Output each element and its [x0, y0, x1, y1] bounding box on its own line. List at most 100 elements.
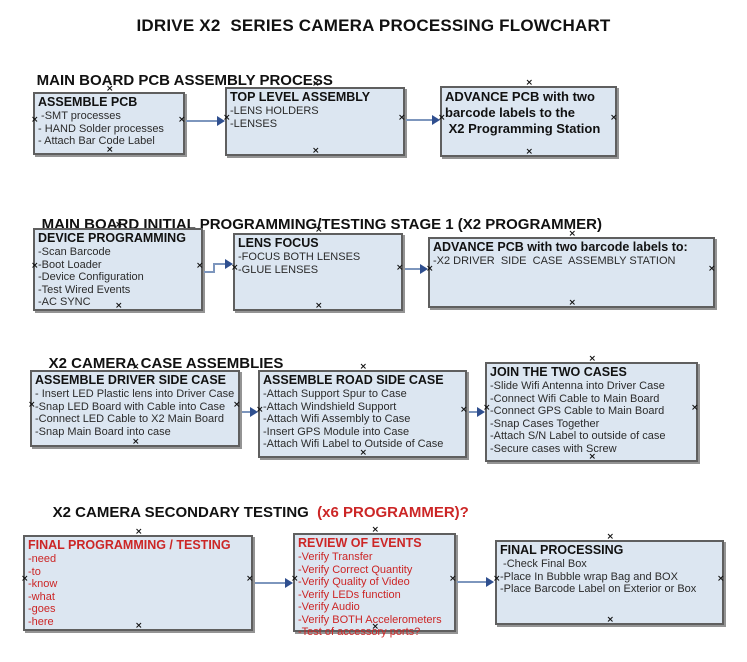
- box-item: -need: [28, 553, 57, 565]
- box-title: ASSEMBLE ROAD SIDE CASE: [263, 373, 444, 387]
- box-item: - Attach Bar Code Label: [38, 135, 155, 147]
- box-item: -goes: [28, 603, 56, 615]
- flow-box-lens-focus[interactable]: LENS FOCUS -FOCUS BOTH LENSES -GLUE LENS…: [231, 227, 404, 313]
- box-item: -GLUE LENSES: [238, 263, 319, 276]
- box-item: -Verify Correct Quantity: [298, 563, 413, 576]
- flow-box-review-of-events[interactable]: REVIEW OF EVENTS -Verify Transfer -Verif…: [291, 527, 457, 638]
- connector-line: [213, 263, 215, 273]
- arrow-head: [432, 115, 440, 125]
- page-title: IDRIVE X2 SERIES CAMERA PROCESSING FLOWC…: [136, 16, 611, 35]
- connection-handle: [315, 303, 323, 313]
- box-title: LENS FOCUS: [238, 236, 319, 250]
- arrow-head: [420, 264, 428, 274]
- connection-handle: [21, 576, 29, 586]
- box-item: -Test Wired Events: [38, 283, 131, 296]
- arrow-head: [250, 407, 258, 417]
- box-item: -Connect Wifi Cable to Main Board: [490, 392, 660, 405]
- box-title: ADVANCE PCB with two barcode labels to t…: [445, 89, 601, 136]
- box-item: - HAND Solder processes: [38, 122, 164, 135]
- connector-line: [213, 263, 226, 265]
- connection-handle: [132, 439, 140, 449]
- connection-handle: [607, 617, 615, 627]
- arrow-head: [217, 116, 225, 126]
- box-item: -Attach Wifi Assembly to Case: [263, 413, 411, 425]
- connector-line: [406, 119, 433, 121]
- box-item: -LENS HOLDERS: [230, 105, 319, 117]
- connector-line: [204, 271, 215, 273]
- connection-handle: [708, 266, 716, 276]
- box-title: REVIEW OF EVENTS: [298, 536, 422, 550]
- box-item: -to: [28, 565, 41, 578]
- connector-line: [469, 411, 478, 413]
- arrow-head: [486, 577, 494, 587]
- box-item: -Snap Main Board into case: [35, 425, 171, 438]
- box-title: FINAL PROGRAMMING / TESTING: [28, 538, 231, 552]
- box-title: TOP LEVEL ASSEMBLY: [230, 90, 371, 104]
- flow-box-assemble-pcb[interactable]: ASSEMBLE PCB -SMT processes - HAND Solde…: [31, 86, 186, 157]
- box-item: -Slide Wifi Antenna into Driver Case: [490, 380, 665, 392]
- connector-line: [405, 268, 421, 270]
- box-item: -Snap Cases Together: [490, 417, 600, 430]
- connection-handle: [569, 300, 577, 310]
- box-item: -LENSES: [230, 117, 278, 130]
- box-title: JOIN THE TWO CASES: [490, 365, 627, 379]
- flow-box-top-level-assembly[interactable]: TOP LEVEL ASSEMBLY -LENS HOLDERS -LENSES: [223, 81, 406, 158]
- box-item: -Secure cases with Screw: [490, 442, 617, 455]
- flow-box-advance-pcb-driver-side[interactable]: ADVANCE PCB with two barcode labels to: …: [426, 231, 716, 310]
- connector-line: [255, 582, 286, 584]
- box-item: -Verify Quality of Video: [298, 576, 410, 588]
- box-item: -Verify Audio: [298, 601, 360, 613]
- box-item: -Device Configuration: [38, 271, 144, 283]
- section-heading-case-assemblies: X2 CAMERA CASE ASSEMBLIES: [32, 338, 284, 389]
- box-item: -Connect GPS Cable to Main Board: [490, 405, 665, 417]
- flow-box-final-processing[interactable]: FINAL PROCESSING -Check Final Box -Place…: [493, 534, 725, 627]
- box-item: -what: [28, 590, 55, 603]
- connection-handle: [493, 576, 501, 586]
- connection-handle: [106, 147, 114, 157]
- flow-box-assemble-road-side-case[interactable]: ASSEMBLE ROAD SIDE CASE -Attach Support …: [256, 364, 468, 460]
- box-item: -FOCUS BOTH LENSES: [238, 251, 361, 263]
- connection-handle: [31, 117, 39, 127]
- box-item: -Verify BOTH Accelerometers: [298, 613, 442, 626]
- box-item: -Attach Wifi Label to Outside of Case: [263, 438, 444, 450]
- box-item: -Verify LEDs function: [298, 588, 401, 601]
- connection-handle: [231, 265, 239, 275]
- connection-handle: [28, 402, 36, 412]
- section-heading-secondary-testing: X2 CAMERA SECONDARY TESTING (x6 PROGRAMM…: [36, 487, 469, 538]
- box-item: -Attach Support Spur to Case: [263, 388, 407, 400]
- box-item: -here: [28, 615, 54, 628]
- box-title: DEVICE PROGRAMMING: [38, 231, 186, 245]
- connector-line: [242, 411, 251, 413]
- box-item: -Insert GPS Module into Case: [263, 425, 410, 438]
- section-heading-red-text: (x6 PROGRAMMER)?: [317, 504, 469, 521]
- arrow-head: [225, 259, 233, 269]
- box-item: - Insert LED Plastic lens into Driver Ca…: [35, 388, 235, 400]
- connection-handle: [312, 148, 320, 158]
- box-title: ADVANCE PCB with two barcode labels to:: [433, 240, 688, 254]
- flow-box-assemble-driver-side-case[interactable]: ASSEMBLE DRIVER SIDE CASE - Insert LED P…: [28, 364, 241, 449]
- connection-handle: [31, 263, 39, 273]
- section-heading-text: MAIN BOARD PCB ASSEMBLY PROCESS: [36, 72, 333, 89]
- box-item: -SMT processes: [38, 110, 121, 122]
- flow-box-final-programming-testing[interactable]: FINAL PROGRAMMING / TESTING -need -to -k…: [21, 529, 254, 631]
- connection-handle: [589, 454, 597, 464]
- box-item: -Scan Barcode: [38, 246, 111, 258]
- flow-box-advance-pcb-programming-station[interactable]: ADVANCE PCB with two barcode labels to t…: [438, 80, 618, 159]
- box-item: -AC SYNC: [38, 296, 91, 308]
- connector-line: [186, 120, 218, 122]
- box-item: -Snap LED Board with Cable into Case: [35, 400, 226, 413]
- box-item: -Boot Loader: [38, 258, 102, 271]
- box-title: ASSEMBLE DRIVER SIDE CASE: [35, 373, 227, 387]
- box-item: -Place In Bubble wrap Bag and BOX: [500, 570, 678, 583]
- section-heading-text: X2 CAMERA CASE ASSEMBLIES: [48, 355, 284, 372]
- arrow-head: [285, 578, 293, 588]
- connection-handle: [360, 450, 368, 460]
- flow-box-join-the-two-cases[interactable]: JOIN THE TWO CASES -Slide Wifi Antenna i…: [483, 356, 699, 464]
- box-item: -Check Final Box: [500, 558, 587, 570]
- flow-box-device-programming[interactable]: DEVICE PROGRAMMING -Scan Barcode -Boot L…: [31, 222, 204, 311]
- box-item: -Test of accessory ports?: [298, 626, 421, 638]
- box-title: FINAL PROCESSING: [500, 543, 624, 557]
- connection-handle: [526, 149, 534, 159]
- box-item: -Attach Windshield Support: [263, 400, 397, 413]
